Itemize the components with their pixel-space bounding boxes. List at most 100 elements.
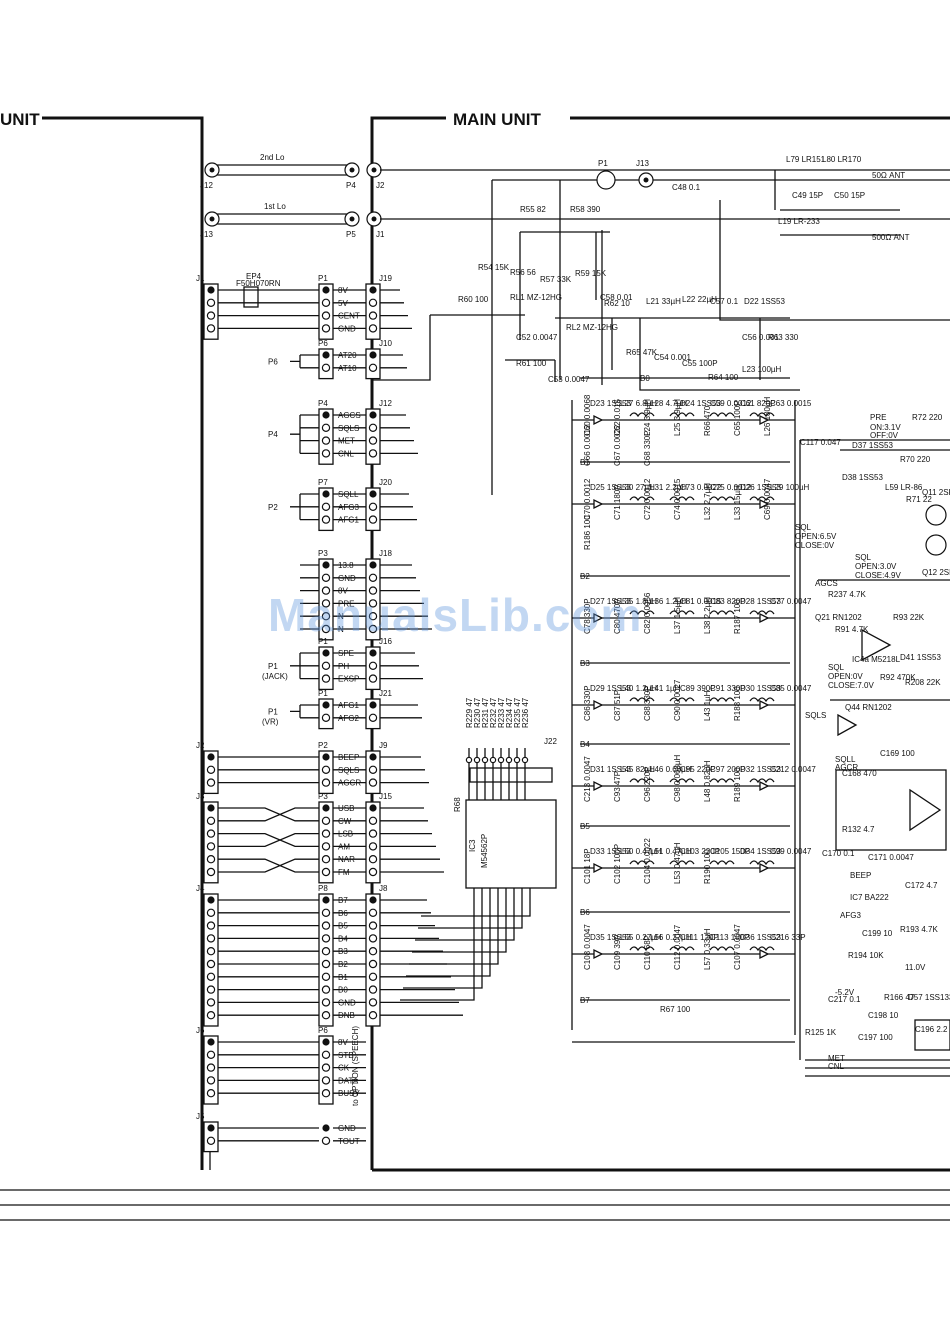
main-jack-ref: J16 bbox=[379, 637, 392, 646]
right-part-label: R93 22K bbox=[893, 613, 925, 622]
pin-label-b7: B7 bbox=[338, 896, 348, 905]
band-part-label: D36 1SS53 bbox=[740, 933, 781, 942]
band-part-label: L40 1.2µH bbox=[620, 684, 657, 693]
right-label: OPEN:0V bbox=[828, 672, 863, 681]
band-part-label: L24 3.9µH bbox=[643, 399, 652, 436]
input-part-label: R57 33K bbox=[540, 275, 572, 284]
af-amp-symbol bbox=[909, 788, 942, 832]
ic3-resistor-label: R236 47 bbox=[521, 697, 530, 728]
band-part-label: R67 100 bbox=[660, 1005, 691, 1014]
cable-2nd-lo-from: J12 bbox=[200, 181, 213, 190]
right-part-label: D38 1SS53 bbox=[842, 473, 883, 482]
fuse-ref: EP4 bbox=[246, 272, 262, 281]
input-part-label: C48 0.1 bbox=[672, 183, 701, 192]
band-part-label: C77 0.0047 bbox=[770, 597, 812, 606]
input-part-label: C58 0.01 bbox=[600, 293, 633, 302]
right-part-label: Q21 RN1202 bbox=[815, 613, 862, 622]
band-part-label: L37 1.5µH bbox=[673, 597, 682, 634]
right-part-label: Q12 2SK bbox=[922, 568, 950, 577]
signal-label: SQLL bbox=[835, 755, 856, 764]
cable-1st-lo-to: P5 bbox=[346, 230, 356, 239]
main-jack-ref: J20 bbox=[379, 478, 392, 487]
band-part-label: C93 47P bbox=[613, 771, 622, 802]
plug-ref: P3 bbox=[318, 549, 328, 558]
band-part-label: L43 1µH bbox=[703, 690, 712, 721]
band-part-label: L50 0.47µH bbox=[620, 847, 662, 856]
input-part-label: L22 22µH bbox=[682, 295, 717, 304]
harness-ref: P1 bbox=[268, 662, 278, 671]
signal-label: CNL bbox=[828, 1062, 845, 1071]
pin-label-spe: SPE bbox=[338, 649, 354, 658]
resistor-array-ref: R68 bbox=[453, 797, 462, 812]
band-part-label: C96 220P bbox=[643, 766, 652, 802]
left-jack-ref: J6 bbox=[196, 1026, 205, 1035]
right-part-label: C198 10 bbox=[868, 1011, 899, 1020]
right-part-label: R208 22K bbox=[905, 678, 941, 687]
right-part-label: Q44 RN1202 bbox=[845, 703, 892, 712]
input-part-label: L79 LR151 bbox=[786, 155, 826, 164]
band-part-label: C63 0.0015 bbox=[770, 399, 812, 408]
band-part-label: C66 0.0012 bbox=[583, 424, 592, 466]
main-jack-ref: J21 bbox=[379, 689, 392, 698]
pin-label-b1: B1 bbox=[338, 973, 348, 982]
bus-label: B3 bbox=[580, 659, 590, 668]
right-part-label: C199 10 bbox=[862, 929, 893, 938]
left-jack-ref: J4 bbox=[196, 884, 205, 893]
pin-label-sqls: SQLS bbox=[338, 424, 359, 433]
right-label: SQL bbox=[855, 553, 872, 562]
band-part-label: C68 330P bbox=[643, 430, 652, 466]
bus-label: B1 bbox=[580, 458, 590, 467]
ic3-resistor-label: R233 47 bbox=[497, 697, 506, 728]
pin-label-afg1: AFG1 bbox=[338, 516, 359, 525]
j22-connector: J22 bbox=[544, 737, 557, 746]
band-part-label: C74 0.0015 bbox=[673, 478, 682, 520]
pin-label-ph: PH bbox=[338, 662, 349, 671]
input-part-label: P1 bbox=[598, 159, 608, 168]
band-part-label: C80 470P bbox=[613, 598, 622, 634]
right-label: OPEN:6.5V bbox=[795, 532, 837, 541]
pin-label-am: AM bbox=[338, 842, 350, 851]
input-part-label: L19 LR-233 bbox=[778, 217, 820, 226]
band-part-label: C112 0.0047 bbox=[673, 924, 682, 970]
signal-label: MET bbox=[828, 1054, 845, 1063]
pin-label-gnd: GND bbox=[338, 998, 356, 1007]
cable-1st-lo-from: J13 bbox=[200, 230, 213, 239]
right-part-label: C117 0.047 bbox=[800, 438, 841, 447]
input-part-label: L21 33µH bbox=[646, 297, 681, 306]
pin-label-lsb: LSB bbox=[338, 830, 353, 839]
input-part-label: C55 100P bbox=[682, 359, 718, 368]
pin-label-agcs: AGCS bbox=[338, 411, 361, 420]
pin-label-met: MET bbox=[338, 437, 355, 446]
band-part-label: L53 0.47µH bbox=[673, 842, 682, 884]
band-part-label: C73 0.0022 bbox=[680, 483, 722, 492]
right-part-label: R132 4.7 bbox=[842, 825, 875, 834]
right-part-label: D57 1SS133 bbox=[908, 993, 950, 1002]
band-part-label: D32 1SS53 bbox=[740, 765, 781, 774]
input-part-label: R63 330 bbox=[768, 333, 799, 342]
pin-label-tout: TOUT bbox=[338, 1137, 360, 1146]
band-part-label: R186 100 bbox=[583, 515, 592, 550]
ic3-resistor-label: R235 47 bbox=[513, 697, 522, 728]
right-label: ON:3.1V bbox=[870, 423, 901, 432]
bus-label: B2 bbox=[580, 572, 590, 581]
input-part-label: R60 100 bbox=[458, 295, 489, 304]
input-part-label: C56 0.001 bbox=[742, 333, 779, 342]
cable-2nd-lo: 2nd Lo J12 P4 J2 bbox=[200, 153, 950, 190]
input-part-label: C53 0.0047 bbox=[548, 375, 590, 384]
band-part-label: C102 100P bbox=[613, 844, 622, 884]
harness-note: (JACK) bbox=[262, 672, 288, 681]
band-part-label: L48 0.82µH bbox=[703, 760, 712, 802]
main-jack-ref: J12 bbox=[379, 399, 392, 408]
bus-label: B4 bbox=[580, 740, 590, 749]
input-part-label: C57 0.1 bbox=[710, 297, 739, 306]
pin-label-nar: NAR bbox=[338, 855, 355, 864]
band-part-label: C83 820P bbox=[710, 597, 746, 606]
input-part-label: C54 0.001 bbox=[654, 353, 691, 362]
